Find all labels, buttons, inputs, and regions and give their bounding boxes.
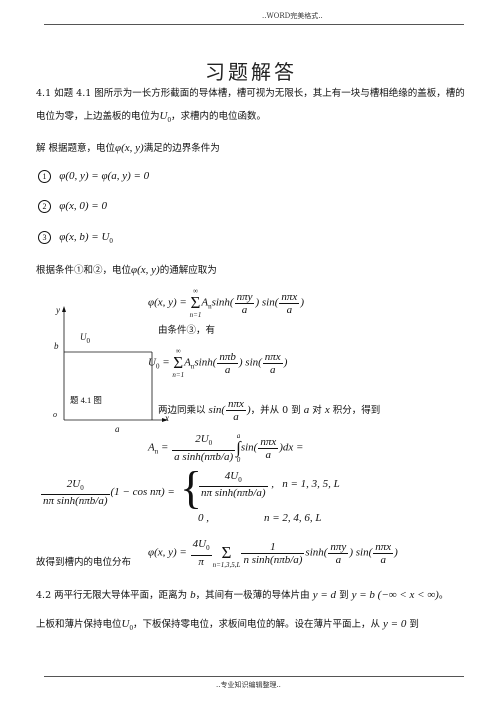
u0-symbol: U0	[159, 110, 171, 125]
figure-label-u0: U0	[80, 332, 90, 345]
page-footer: ..专业知识编辑整理..	[216, 681, 281, 689]
by-conditions-text: 根据条件①和②，电位φ(x, y)的通解应取为	[36, 264, 217, 276]
condition-1: 1 φ(0, y) = φ(a, y) = 0	[38, 170, 149, 183]
figure-caption: 题 4.1 图	[70, 395, 102, 405]
condition-2: 2 φ(x, 0) = 0	[38, 200, 107, 213]
figure-label-x: x	[165, 413, 169, 423]
solution-intro: 解 根据题意，电位φ(x, y)满足的边界条件为	[36, 142, 220, 154]
figure-label-y: y	[56, 305, 60, 315]
problem-4-1-body: 4.1 如题 4.1 图所示为一长方形截面的导体槽，槽可视为无限长，其上有一块与…	[36, 88, 465, 122]
condition-3: 3 φ(x, b) = U0	[38, 231, 113, 245]
piecewise-brace: {	[180, 462, 203, 513]
header-rule	[44, 24, 464, 25]
problem-4-1-text: 4.1 如题 4.1 图所示为一长方形截面的导体槽，槽可视为无限长，其上有一块与…	[36, 83, 466, 131]
figure-label-b: b	[54, 341, 59, 351]
page-header: ..WORD完美格式..	[262, 12, 323, 20]
final-text: 故得到槽内的电位分布	[36, 557, 132, 568]
footer-rule	[44, 676, 464, 677]
problem-4-2-line-1: 4.2 两平行无限大导体平面，距离为 b，其间有一极薄的导体片由 y = d 到…	[36, 589, 449, 601]
case-even: 0 , n = 2, 4, 6, L	[198, 512, 322, 524]
circled-number-2: 2	[38, 200, 51, 213]
problem-4-2-line-2: 上板和薄片保持电位U0，下板保持零电位，求板间电位的解。设在薄片平面上，从 y …	[36, 618, 419, 633]
problem-4-1-end: ，求槽内的电位函数。	[170, 111, 266, 122]
circled-number-1: 1	[38, 170, 51, 183]
figure-label-o: o	[53, 410, 57, 419]
circled-number-3: 3	[38, 231, 51, 244]
page-title: 习题解答	[205, 60, 297, 84]
from-condition-3: 由条件③，有	[158, 325, 216, 336]
figure-4-1	[62, 306, 168, 422]
figure-label-a: a	[115, 424, 120, 434]
